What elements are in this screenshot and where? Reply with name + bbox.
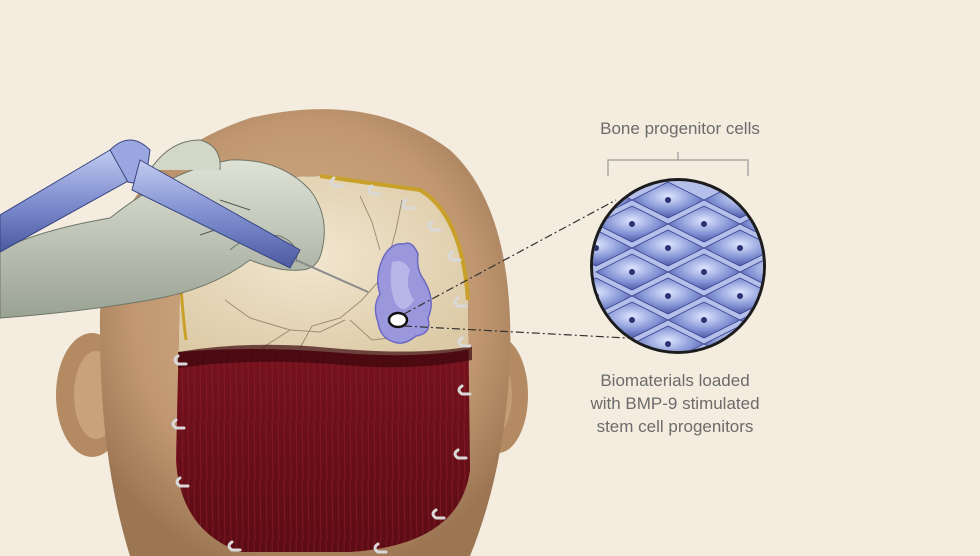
label-bracket (608, 152, 748, 176)
biomaterials-label-line: Biomaterials loaded (555, 369, 795, 392)
bone-progenitor-cells-label: Bone progenitor cells (540, 119, 820, 139)
biomaterials-label-line: stem cell progenitors (555, 415, 795, 438)
cell-layer (560, 182, 812, 362)
biomaterials-label-line: with BMP-9 stimulated (555, 392, 795, 415)
implant-ring-icon (389, 313, 407, 327)
biomaterials-label: Biomaterials loaded with BMP-9 stimulate… (555, 369, 795, 438)
magnified-cells (560, 178, 812, 362)
